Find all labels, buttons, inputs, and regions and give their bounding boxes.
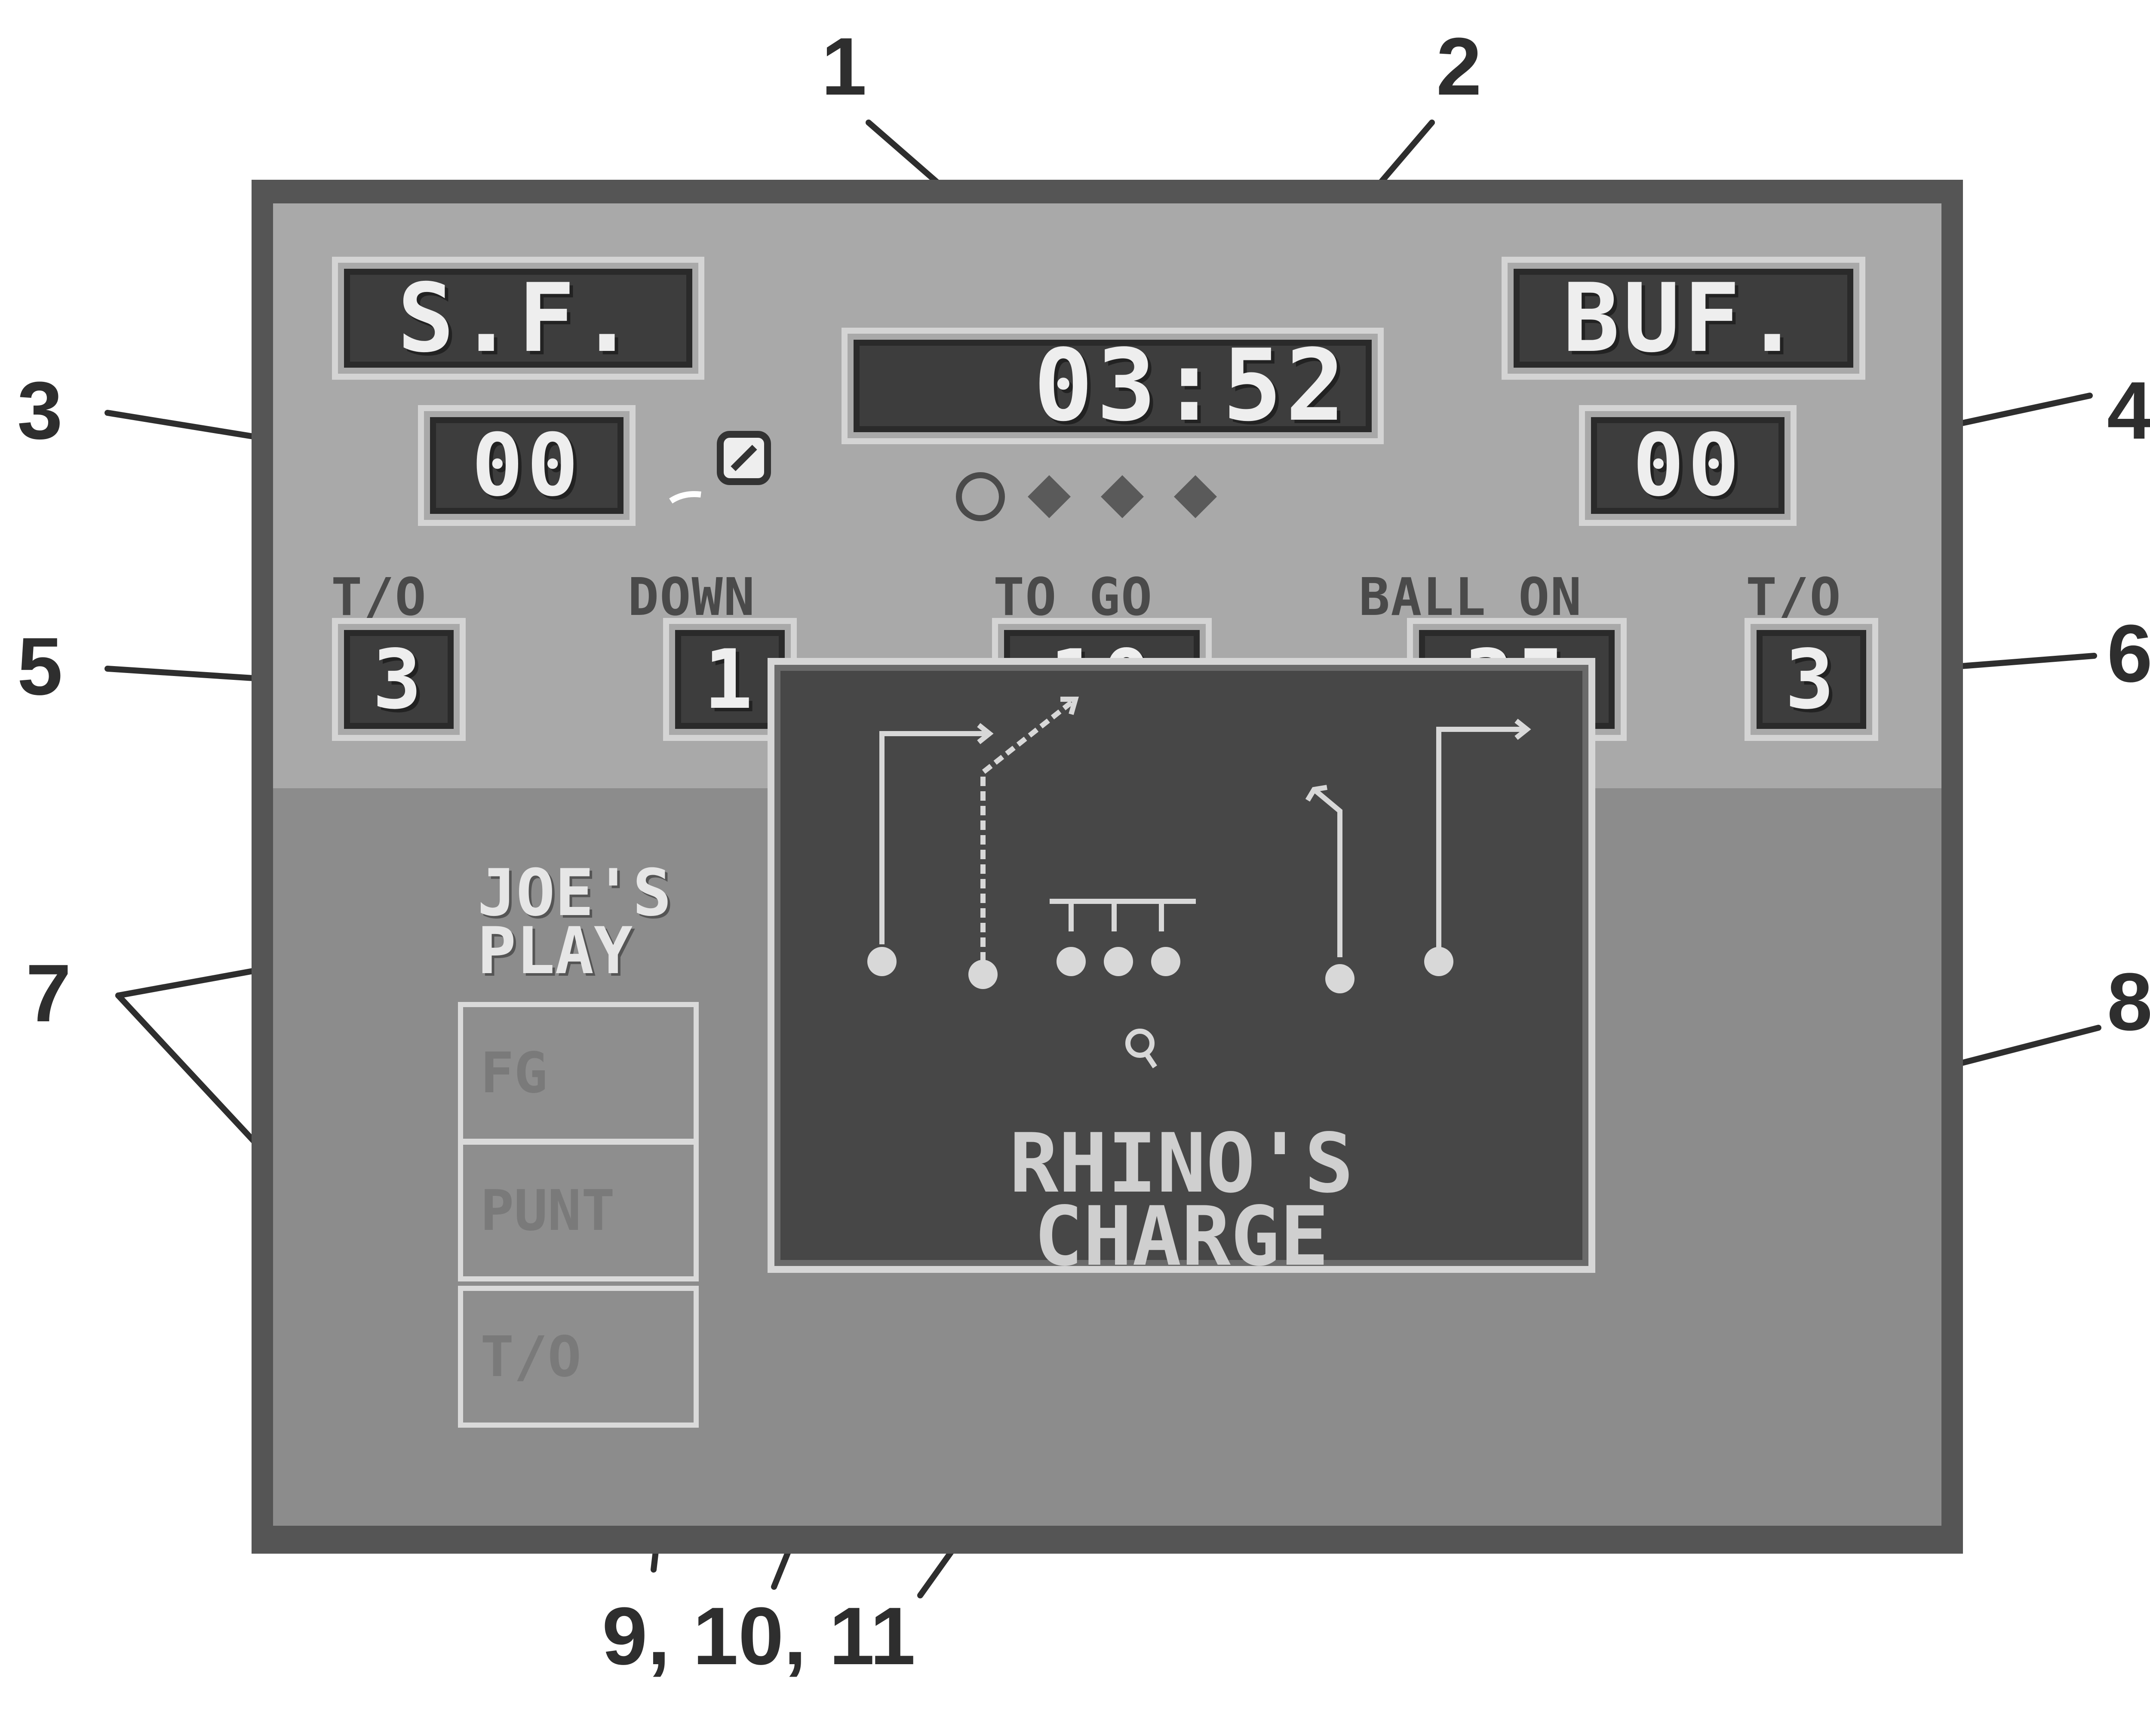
route-1 [879,731,989,944]
play-menu-title-line2: PLAY [477,914,633,989]
home-team-name: S.F. [332,257,704,380]
game-clock: 03:52 [842,328,1384,444]
callout-7: 7 [26,948,71,1039]
callout-5: 5 [17,621,63,712]
ball-on-label: BALL ON [1359,568,1582,627]
player-slot [1325,964,1354,993]
player-lineman-1 [1057,947,1086,976]
route-1-arrow [977,723,994,744]
home-timeouts: 3 [332,618,466,741]
play-name: RHINO'S CHARGE [774,1123,1588,1278]
player-lineman-3 [1151,947,1180,976]
down-label: DOWN [628,568,756,627]
away-team-name: BUF. [1502,257,1865,380]
callout-1: 1 [821,21,867,112]
player-lineman-2 [1104,947,1133,976]
route-2-arrow [1060,697,1079,715]
play-menu-title: JOE'S PLAY [477,861,672,983]
route-3 [1312,787,1342,957]
play-diagram-panel: RHINO'S CHARGE [768,658,1595,1278]
play-name-line1: RHINO'S [1009,1116,1354,1211]
callout-4: 4 [2107,365,2150,456]
down-value: 1 [663,618,797,741]
route-2 [980,697,1077,962]
quarter-dot-4 [1174,475,1217,518]
menu-item-punt[interactable]: PUNT [458,1140,699,1281]
callout-3: 3 [17,365,63,456]
quarter-dot-1 [956,472,1005,521]
callout-2: 2 [1436,21,1482,112]
away-score: 00 [1579,405,1797,526]
route-3-arrow [1305,785,1327,802]
player-qb [1125,1029,1155,1058]
menu-item-timeout[interactable]: T/O [458,1286,699,1428]
callout-9-10-11: 9, 10, 11 [602,1591,916,1682]
to-go-label: TO GO [993,568,1153,627]
play-menu-title-line1: JOE'S [477,856,672,931]
callout-8: 8 [2107,956,2150,1048]
callout-6: 6 [2107,608,2150,699]
quarter-dot-3 [1101,475,1144,518]
play-routes-diagram [867,697,1531,1069]
quarter-indicators [956,472,1217,521]
timeouts-label-right: T/O [1746,568,1842,627]
quarter-dot-2 [1028,475,1071,518]
menu-item-fg[interactable]: FG [458,1002,699,1144]
route-4 [1436,727,1527,949]
player-wr-right [1424,947,1453,976]
possession-football-icon [669,431,771,504]
home-score: 00 [418,405,636,526]
player-wr-left [867,947,897,976]
timeouts-label-left: T/O [331,568,427,627]
play-name-line2: CHARGE [1034,1189,1329,1284]
player-te [968,960,998,989]
route-4-arrow [1514,719,1531,740]
away-timeouts: 3 [1745,618,1878,741]
